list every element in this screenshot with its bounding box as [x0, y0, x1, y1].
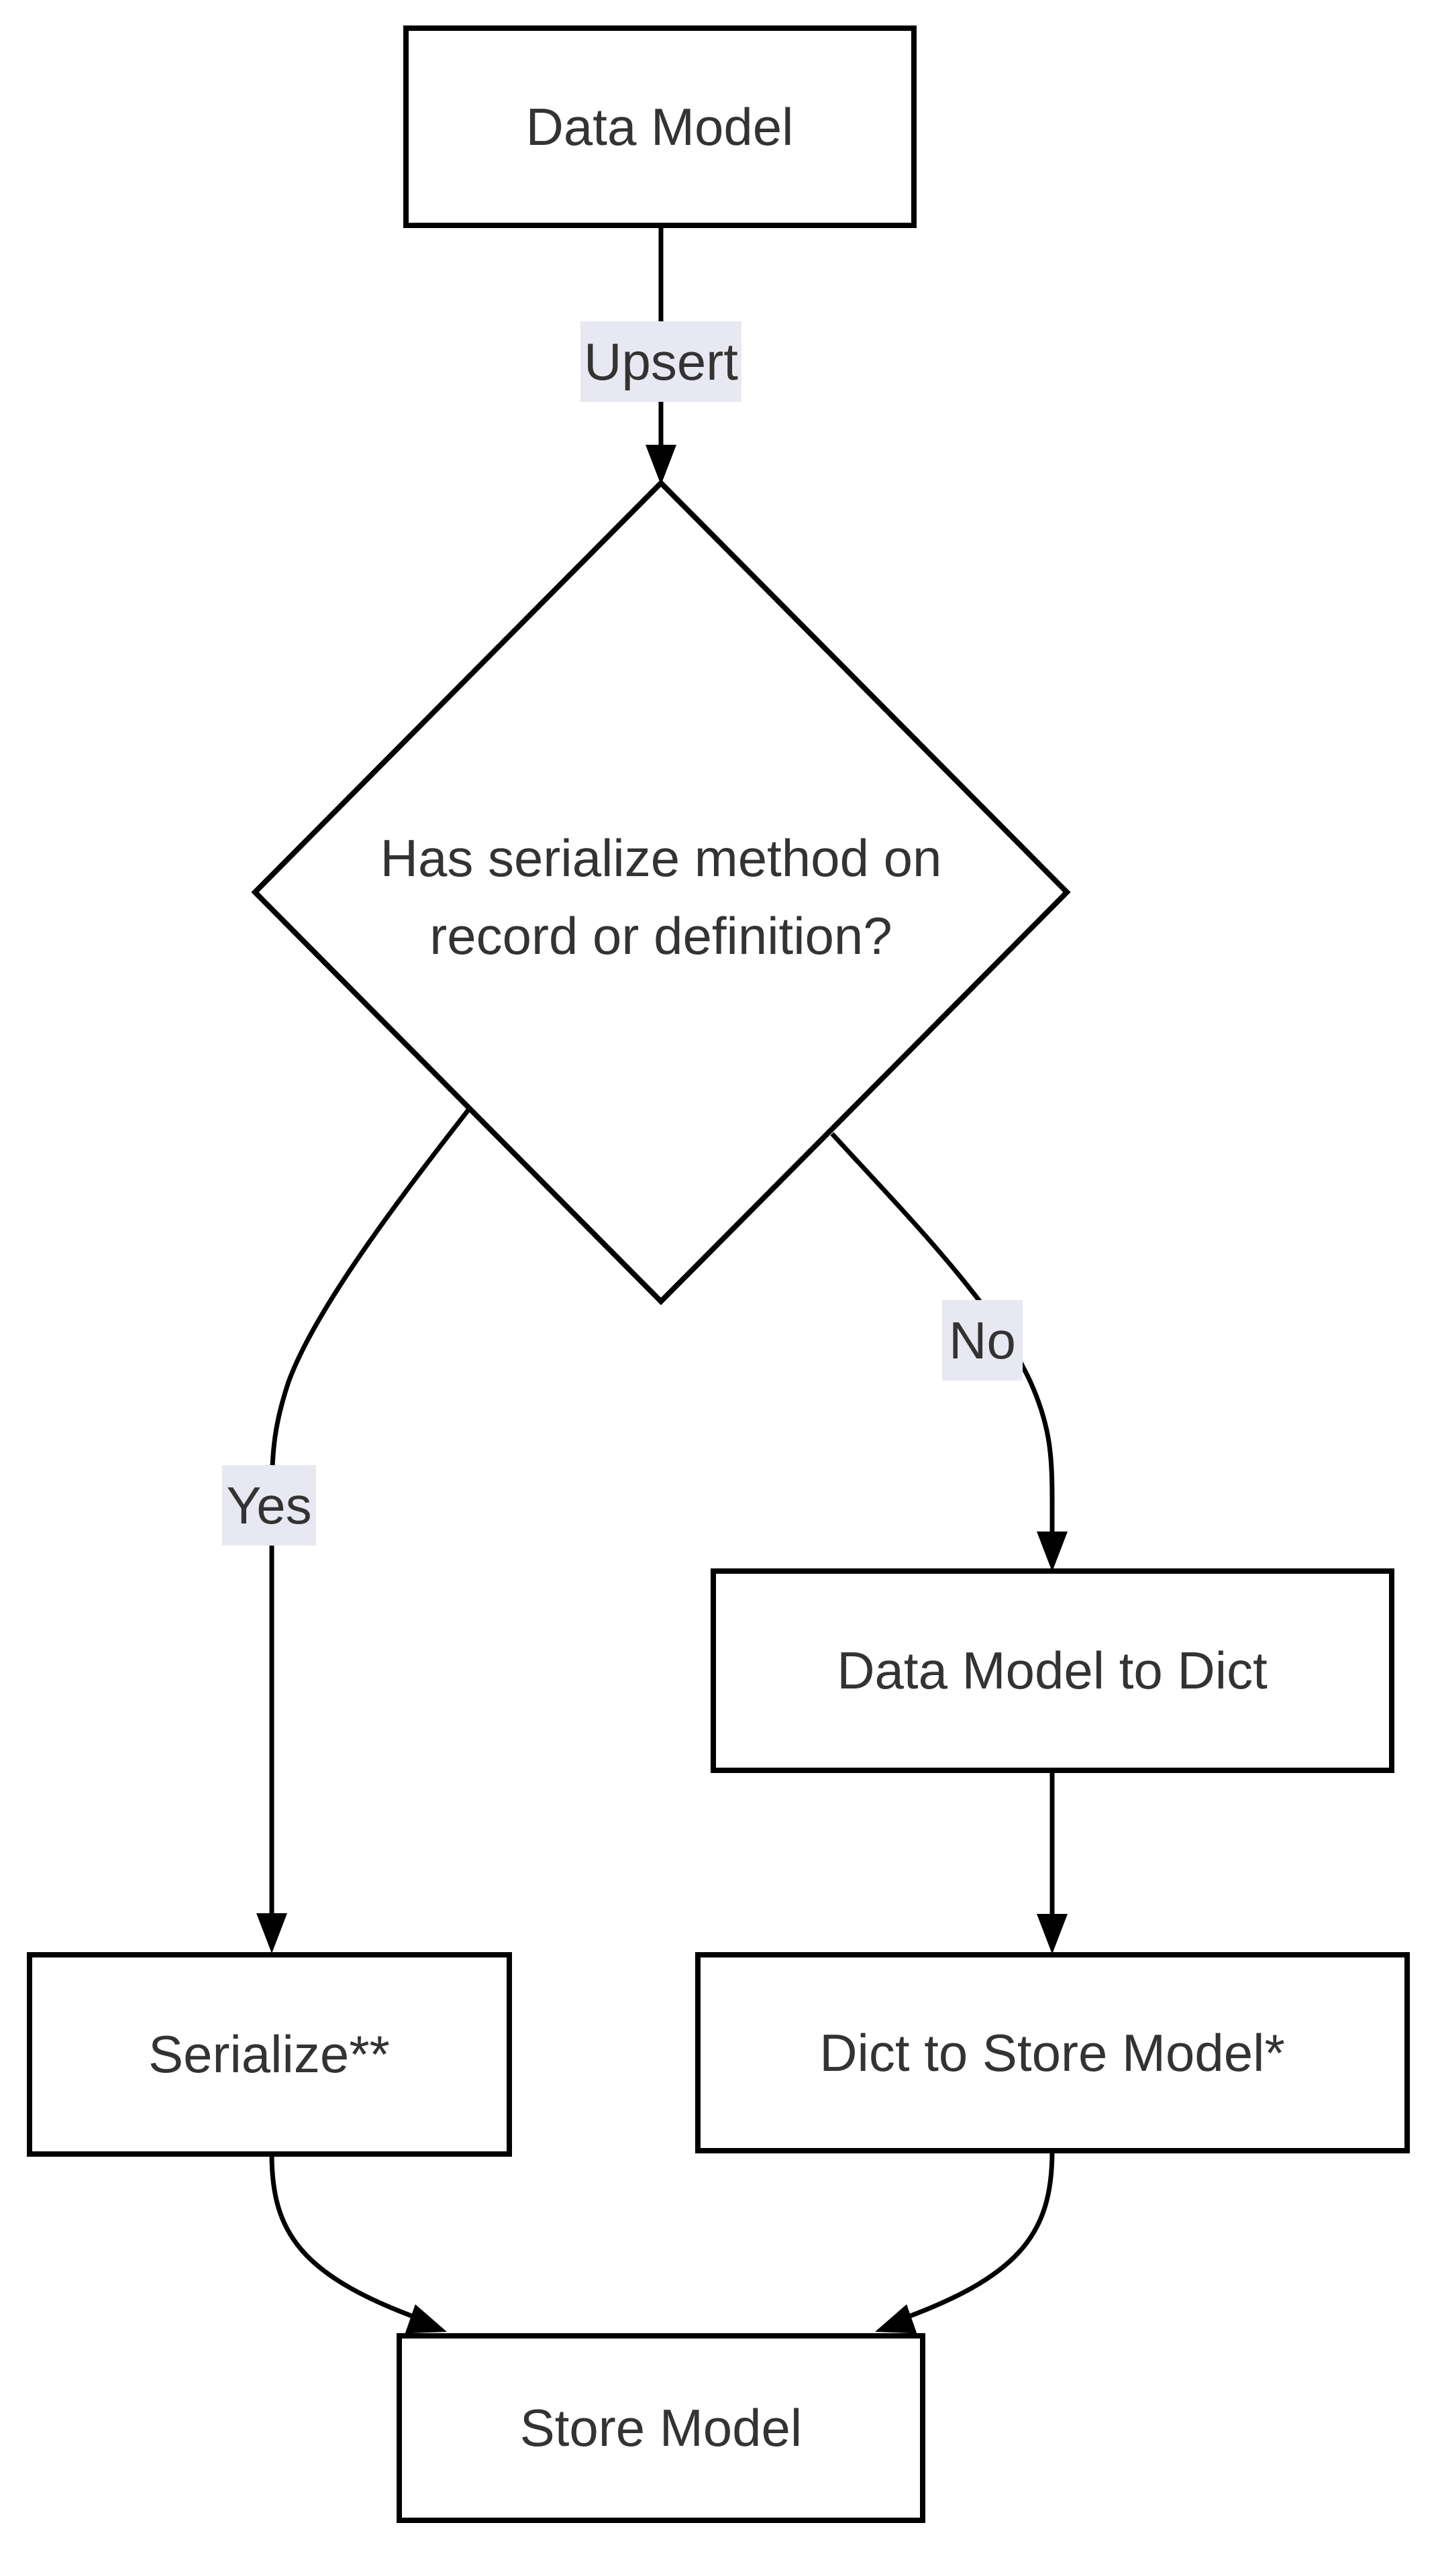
edge-serialize-to-store-model — [269, 2153, 431, 2325]
edge-label-no: No — [949, 1311, 1016, 1370]
node-data-model — [403, 25, 917, 228]
edge-label-upsert: Upsert — [584, 332, 738, 391]
arrowhead-into-store-model-right — [875, 2304, 917, 2334]
edge-label-upsert-bg — [580, 321, 741, 402]
node-serialize-label: Serialize** — [148, 2025, 390, 2084]
arrowhead-into-dict-to-store-model — [1037, 1914, 1068, 1954]
edge-label-no-bg — [942, 1300, 1023, 1381]
node-dict-to-store-model-label: Dict to Store Model* — [819, 2023, 1285, 2082]
arrowhead-into-decision — [646, 445, 676, 485]
edge-decision-to-serialize — [269, 1106, 472, 1915]
node-dict-to-store-model — [695, 1952, 1410, 2153]
node-data-model-to-dict — [711, 1568, 1394, 1773]
arrowhead-into-data-model-to-dict — [1037, 1532, 1068, 1572]
node-store-model-label: Store Model — [520, 2398, 803, 2457]
edge-label-yes-bg — [222, 1465, 316, 1546]
node-store-model — [397, 2333, 925, 2523]
arrowhead-into-store-model-left — [405, 2304, 447, 2334]
node-serialize — [27, 1952, 512, 2157]
node-decision-label-line2: record or definition? — [429, 906, 892, 965]
arrowhead-into-serialize — [256, 1913, 287, 1953]
node-data-model-to-dict-label: Data Model to Dict — [837, 1641, 1268, 1700]
edge-dict-to-store-model-to-store-model — [891, 2150, 1055, 2325]
node-decision-label-line1: Has serialize method on — [380, 828, 942, 888]
edge-label-yes: Yes — [226, 1476, 311, 1535]
node-decision-diamond — [251, 479, 1071, 1305]
node-data-model-label: Data Model — [526, 97, 794, 156]
